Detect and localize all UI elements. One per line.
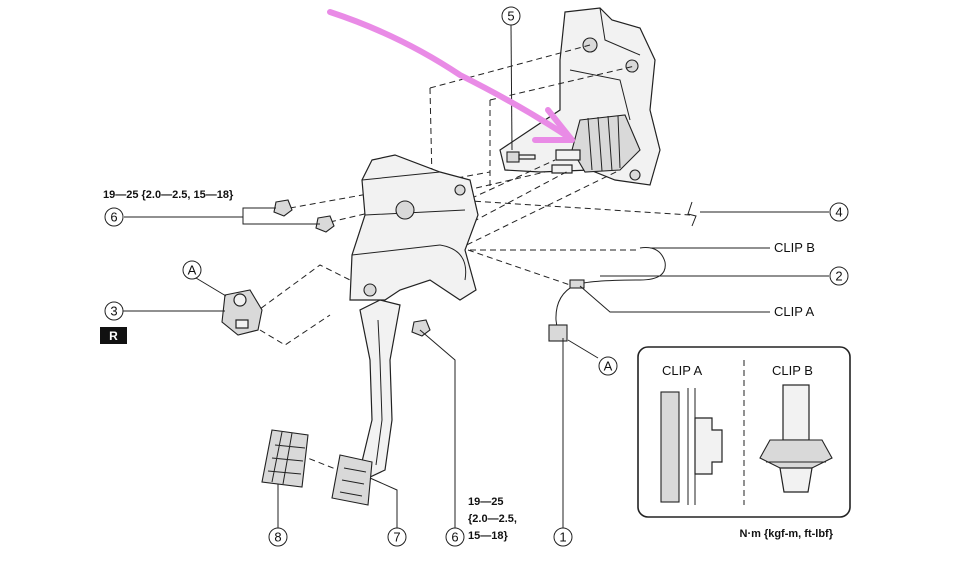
inset-clip-b-title: CLIP B (772, 363, 813, 378)
callout-6-bottom: 6 (445, 527, 465, 547)
annotation-arrow (327, 9, 575, 143)
svg-text:6: 6 (451, 530, 458, 545)
leader-lines (123, 24, 829, 528)
pedal-arm (359, 299, 401, 479)
svg-text:A: A (188, 263, 197, 278)
pedal-pad (331, 454, 373, 506)
torque-spec-top: 19—25 {2.0—2.5, 15—18} (103, 189, 234, 201)
pedal-pad-cover (261, 429, 309, 488)
svg-text:6: 6 (110, 210, 117, 225)
svg-text:2: 2 (835, 269, 842, 284)
svg-text:R: R (109, 329, 118, 343)
ref-a-top: A (182, 260, 202, 280)
torque-spec-bottom: 19—25 {2.0—2.5, 15—18} (468, 496, 517, 542)
svg-text:8: 8 (274, 530, 281, 545)
nut-upper-left (273, 199, 293, 217)
inset-clip-a-title: CLIP A (662, 363, 703, 378)
callout-5: 5 (501, 6, 521, 26)
callout-2: 2 (829, 266, 849, 286)
label-clip-b: CLIP B (774, 240, 815, 255)
svg-text:19—25: 19—25 (468, 496, 503, 508)
svg-text:3: 3 (110, 304, 117, 319)
harness (548, 247, 666, 342)
clip-4 (687, 201, 697, 227)
brake-switch (221, 289, 263, 336)
clip-detail-inset: CLIP A CLIP B N·m {kgf-m, ft-lbf} (637, 346, 851, 540)
callout-7: 7 (387, 527, 407, 547)
svg-text:5: 5 (507, 9, 514, 24)
svg-text:{2.0—2.5,: {2.0—2.5, (468, 513, 517, 525)
svg-text:4: 4 (835, 205, 842, 220)
svg-text:15—18}: 15—18} (468, 530, 508, 542)
callout-3: 3 (104, 301, 124, 321)
pedal-bracket (349, 154, 479, 301)
torque-units: N·m {kgf-m, ft-lbf} (740, 528, 834, 540)
nut-lower (411, 319, 431, 337)
nut-upper-right (315, 215, 335, 233)
label-clip-a: CLIP A (774, 304, 815, 319)
callout-8: 8 (268, 527, 288, 547)
svg-text:A: A (604, 359, 613, 374)
r-badge: R (100, 327, 127, 344)
callout-1: 1 (553, 527, 573, 547)
svg-text:7: 7 (393, 530, 400, 545)
bolt-5 (506, 151, 536, 163)
ref-a-bottom: A (598, 356, 618, 376)
callout-4: 4 (829, 202, 849, 222)
callout-6-top: 6 (104, 207, 124, 227)
svg-text:1: 1 (559, 530, 566, 545)
